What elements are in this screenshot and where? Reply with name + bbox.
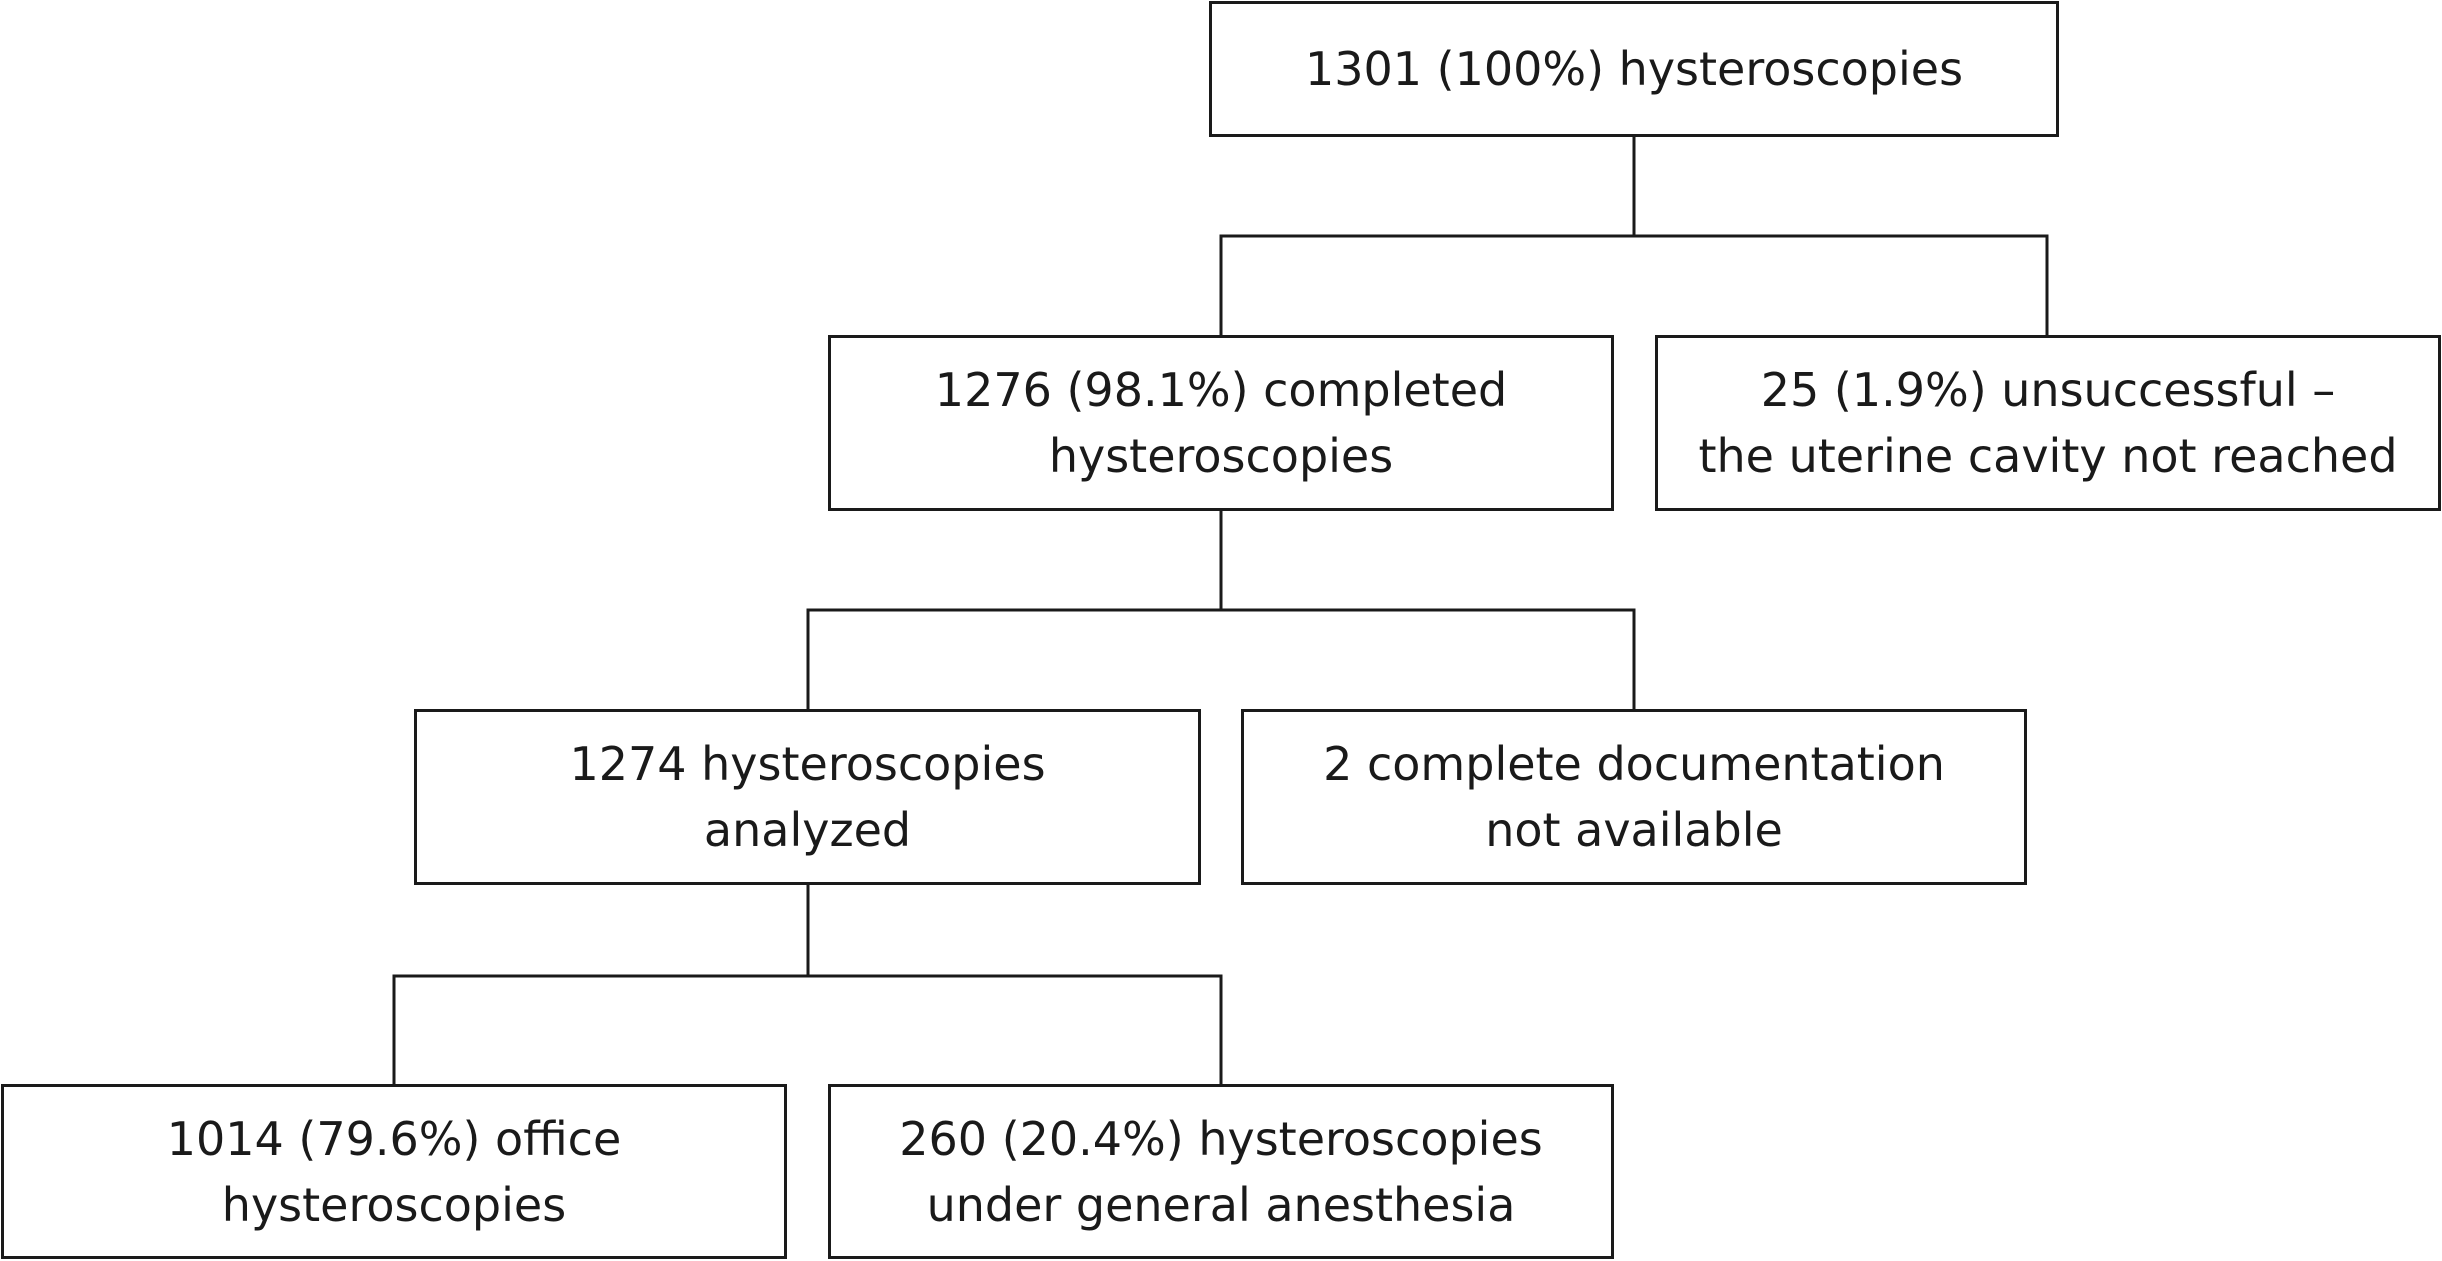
node-office: 1014 (79.6%) office hysteroscopies — [1, 1084, 787, 1259]
node-no-documentation-text-line-2: not available — [1485, 803, 1783, 857]
node-completed-text-line-2: hysteroscopies — [1048, 429, 1394, 483]
node-unsuccessful: 25 (1.9%) unsuccessful – the uterine cav… — [1655, 335, 2441, 511]
node-no-documentation: 2 complete documentation not available — [1241, 709, 2027, 885]
node-analyzed-text-line-1: 1274 hysteroscopies — [569, 737, 1046, 791]
node-root-text-line-1: 1301 (100%) hysteroscopies — [1304, 42, 1964, 96]
node-office-text-line-1: 1014 (79.6%) office — [166, 1111, 622, 1166]
node-analyzed-text-line-2: analyzed — [703, 803, 912, 857]
node-general-anesthesia-text-line-1: 260 (20.4%) hysteroscopies — [899, 1111, 1543, 1166]
node-analyzed: 1274 hysteroscopies analyzed — [414, 709, 1201, 885]
node-unsuccessful-text-line-1: 25 (1.9%) unsuccessful – — [1760, 363, 2336, 417]
node-unsuccessful-text-line-2: the uterine cavity not reached — [1698, 429, 2398, 483]
node-general-anesthesia-text-line-2: under general anesthesia — [926, 1177, 1516, 1232]
node-root: 1301 (100%) hysteroscopies — [1209, 1, 2059, 137]
node-no-documentation-text-line-1: 2 complete documentation — [1323, 737, 1945, 791]
node-office-text-line-2: hysteroscopies — [221, 1177, 567, 1232]
node-completed-text-line-1: 1276 (98.1%) completed — [934, 363, 1508, 417]
node-general-anesthesia: 260 (20.4%) hysteroscopies under general… — [828, 1084, 1614, 1259]
node-completed: 1276 (98.1%) completed hysteroscopies — [828, 335, 1614, 511]
